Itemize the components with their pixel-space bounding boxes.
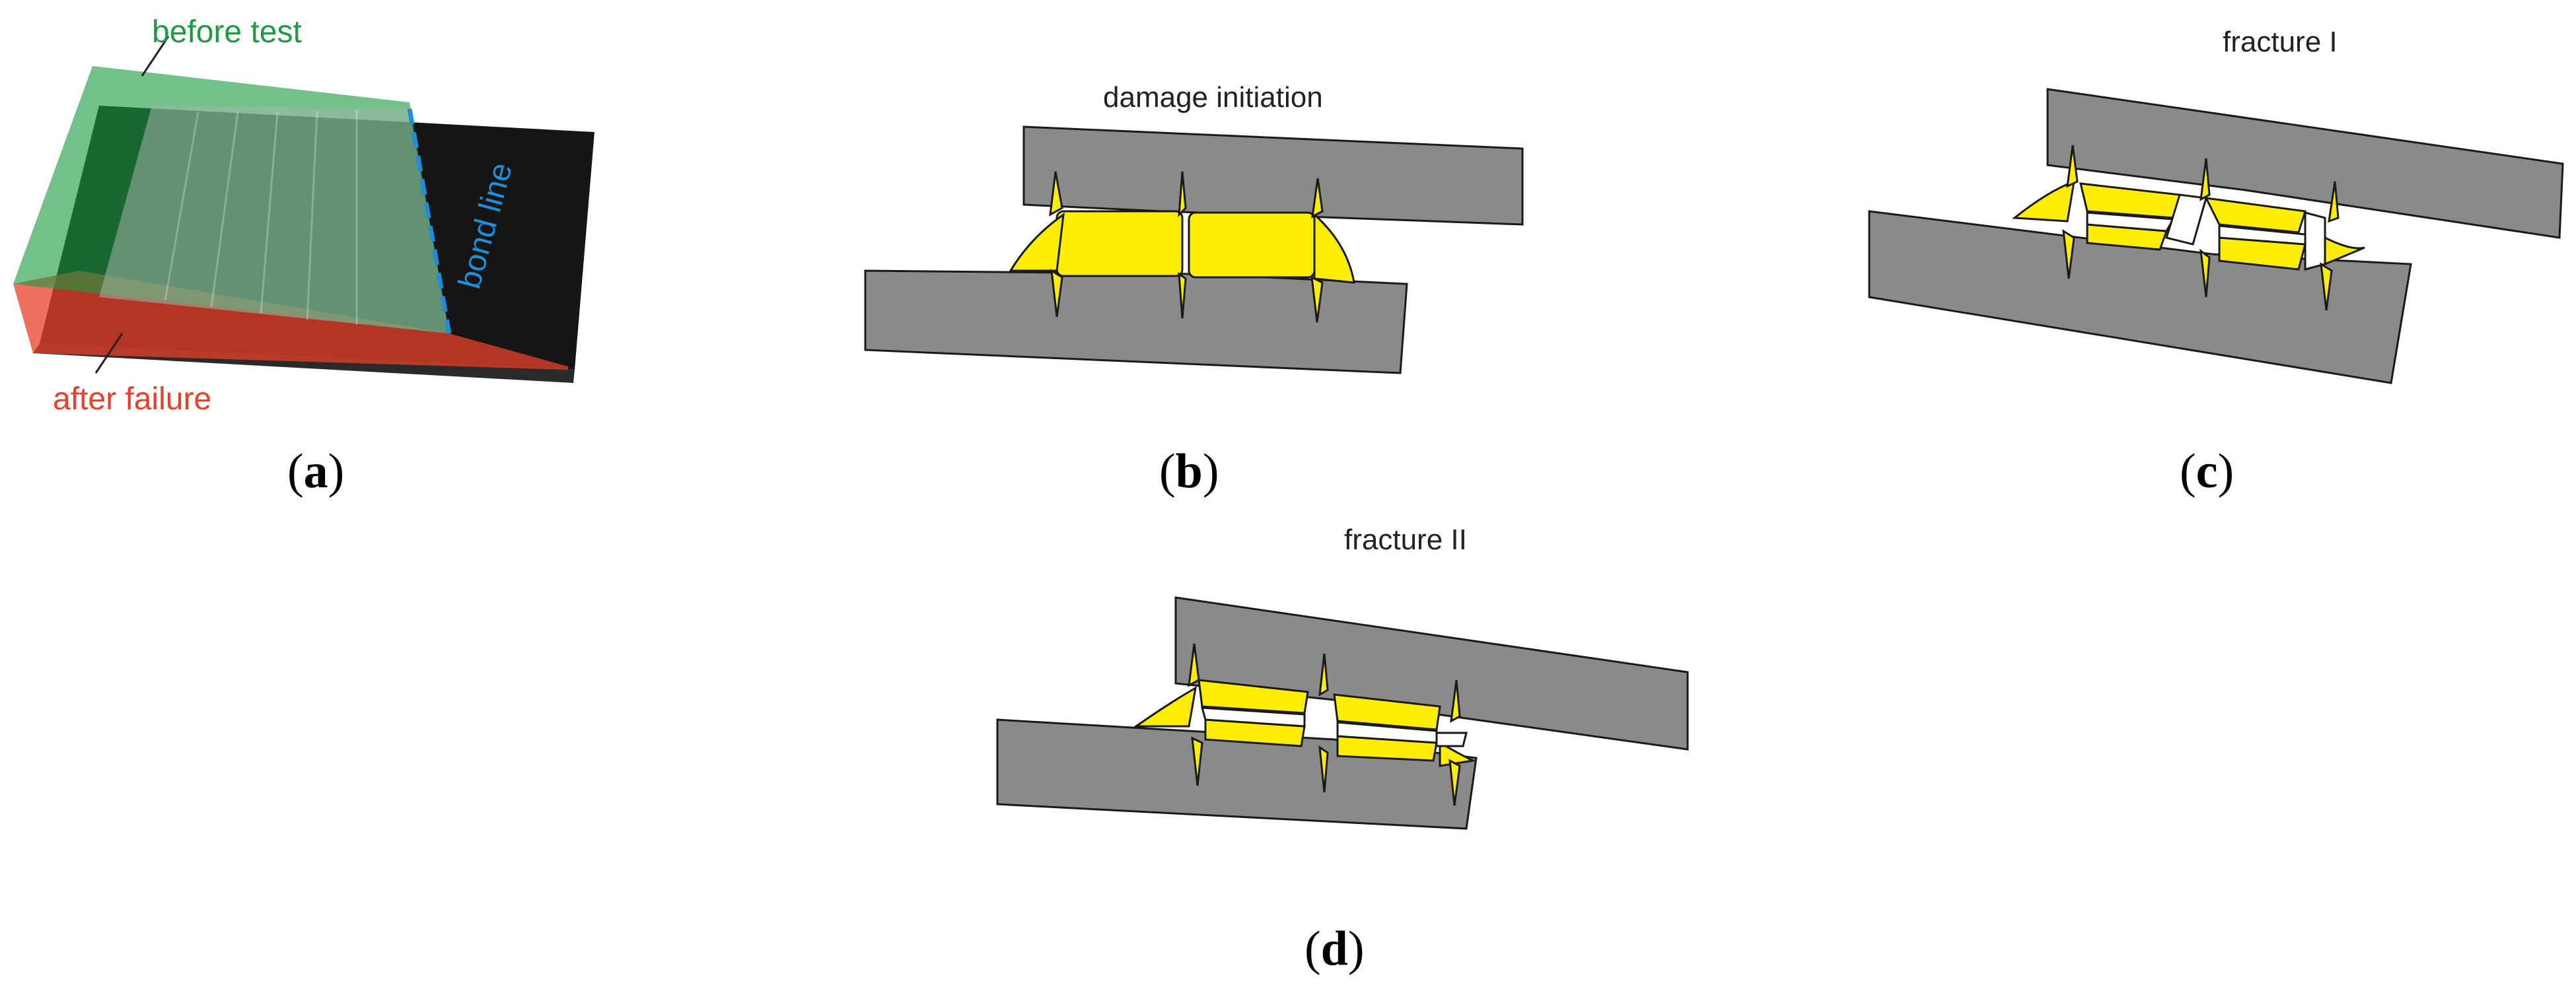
panel-b-title: damage initiation <box>1103 81 1323 114</box>
panel-a-photo: before test after failure bond line <box>13 15 594 417</box>
caption-d: (d) <box>1305 922 1365 976</box>
panel-c-title: fracture I <box>2223 26 2338 58</box>
adhesive-block-1 <box>1055 210 1184 277</box>
before-test-leader <box>141 36 170 77</box>
caption-b: (b) <box>1159 444 1219 498</box>
upper-adherend <box>2046 88 2564 239</box>
crack-spikes <box>1049 171 1324 323</box>
panel-d-title: fracture II <box>1344 524 1467 556</box>
panel-d-diagram: fracture II <box>996 524 1689 830</box>
crack-spikes <box>2062 145 2340 311</box>
panel-c-diagram: fracture I <box>1868 26 2564 384</box>
upper-adherend <box>1022 125 1524 226</box>
lower-adherend <box>864 269 1408 374</box>
adhesive-surface-texture <box>99 106 449 333</box>
caption-c: (c) <box>2180 444 2235 498</box>
texture-lines <box>164 110 358 325</box>
fracture-gaps <box>1200 706 1468 747</box>
broken-adhesive <box>1133 679 1477 767</box>
adhesive-block-2 <box>1188 211 1316 279</box>
upper-adherend <box>1174 596 1689 751</box>
before-test-label: before test <box>152 15 302 50</box>
after-failure-label: after failure <box>53 382 211 417</box>
panel-b-diagram: damage initiation <box>864 81 1524 374</box>
caption-a: (a) <box>287 444 345 498</box>
after-failure-leader <box>94 333 124 374</box>
bond-line <box>407 108 452 334</box>
crack-spikes <box>1188 643 1461 806</box>
adhesive-fillet-right <box>1313 212 1355 284</box>
fracture-gaps <box>2086 193 2326 271</box>
broken-adhesive <box>2012 180 2365 271</box>
adhesive-fillet-left <box>1009 212 1065 272</box>
